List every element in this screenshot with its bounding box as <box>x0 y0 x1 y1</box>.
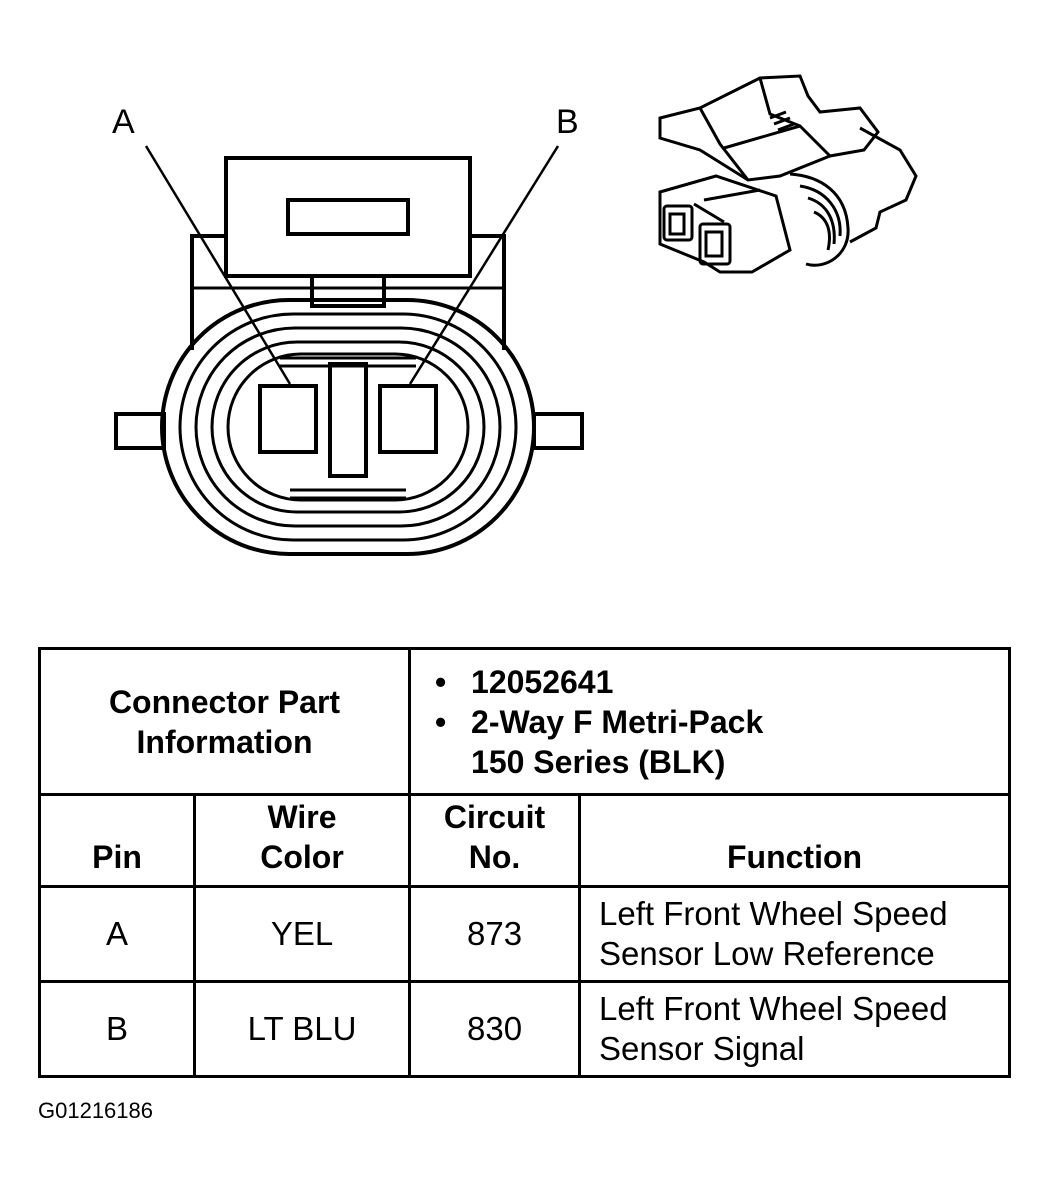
wire-color-cell: YEL <box>192 885 412 983</box>
table-row: A YEL 873 Left Front Wheel Speed Sensor … <box>38 885 1012 983</box>
callout-b-label: B <box>556 103 579 141</box>
wire-color-cell: LT BLU <box>192 980 412 1078</box>
connector-isometric-view <box>658 74 918 274</box>
callout-b-leader <box>408 145 560 385</box>
column-header-function: Function <box>578 793 1012 888</box>
pin-b-cavity <box>378 384 438 454</box>
column-header-wire-line2: Color <box>260 839 344 875</box>
pin-a-cavity <box>258 384 318 454</box>
part-info-label-line1: Connector Part <box>108 683 341 720</box>
column-header-circuit-line1: Circuit <box>443 799 546 835</box>
part-description: 2-Way F Metri-Pack 150 Series (BLK) <box>435 702 1008 782</box>
connector-pinout-table: Connector Part Information 12052641 2-Wa… <box>37 647 1012 1078</box>
column-header-circuit: Circuit No. <box>408 793 582 888</box>
column-header-pin: Pin <box>38 793 196 888</box>
part-info-label: Connector Part Information <box>37 647 412 796</box>
circuit-cell: 873 <box>408 885 582 983</box>
connector-front-view <box>114 145 584 556</box>
function-cell: Left Front Wheel Speed Sensor Signal <box>578 980 1012 1078</box>
table-row: B LT BLU 830 Left Front Wheel Speed Sens… <box>38 980 1012 1078</box>
connector-illustration: A B <box>112 74 918 556</box>
part-info-label-line2: Information <box>136 723 313 760</box>
column-header-row: Pin Wire Color Circuit No. Function <box>38 793 1012 888</box>
pin-cell: A <box>38 885 196 983</box>
figure-id: G01216186 <box>38 1098 153 1123</box>
part-info-row: Connector Part Information 12052641 2-Wa… <box>37 647 1012 796</box>
function-line1: Left Front Wheel Speed <box>599 895 948 932</box>
function-line1: Left Front Wheel Speed <box>599 990 948 1027</box>
part-description-line1: 2-Way F Metri-Pack <box>471 703 764 740</box>
column-header-wire-line1: Wire <box>267 799 337 835</box>
function-line2: Sensor Low Reference <box>599 935 935 972</box>
column-header-wire-color: Wire Color <box>192 793 412 888</box>
part-description-line2: 150 Series (BLK) <box>471 743 726 780</box>
function-cell: Left Front Wheel Speed Sensor Low Refere… <box>578 885 1012 983</box>
function-line2: Sensor Signal <box>599 1030 805 1067</box>
circuit-cell: 830 <box>408 980 582 1078</box>
callout-a-label: A <box>112 103 135 141</box>
part-number: 12052641 <box>435 662 1008 702</box>
column-header-circuit-line2: No. <box>468 839 521 875</box>
callout-a-leader <box>144 145 292 385</box>
part-info-details: 12052641 2-Way F Metri-Pack 150 Series (… <box>408 647 1012 796</box>
pin-cell: B <box>38 980 196 1078</box>
